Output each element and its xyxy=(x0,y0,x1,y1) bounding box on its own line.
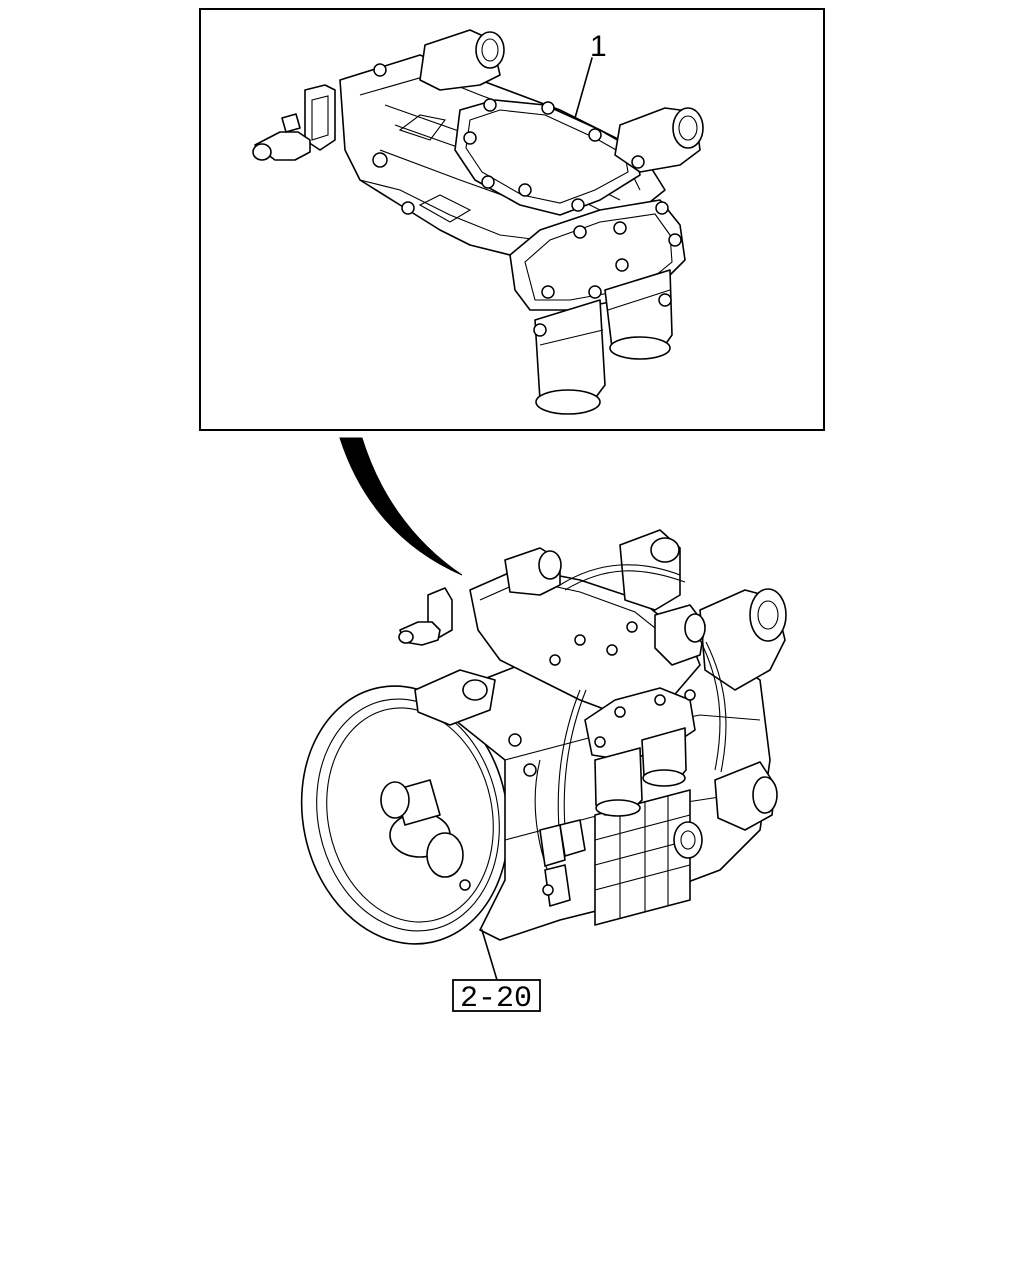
transmission-assembly xyxy=(300,529,787,945)
callout-leader-line xyxy=(574,57,593,119)
reference-leader-line xyxy=(481,929,498,981)
detail-indicator-arrow xyxy=(339,437,463,576)
solenoid-valve-assembly-detail xyxy=(252,29,704,415)
assembly-reference-label: 2-20 xyxy=(460,982,532,1016)
detail-callout-label: 1 xyxy=(590,30,607,63)
assembly-reference-box xyxy=(452,979,541,1012)
